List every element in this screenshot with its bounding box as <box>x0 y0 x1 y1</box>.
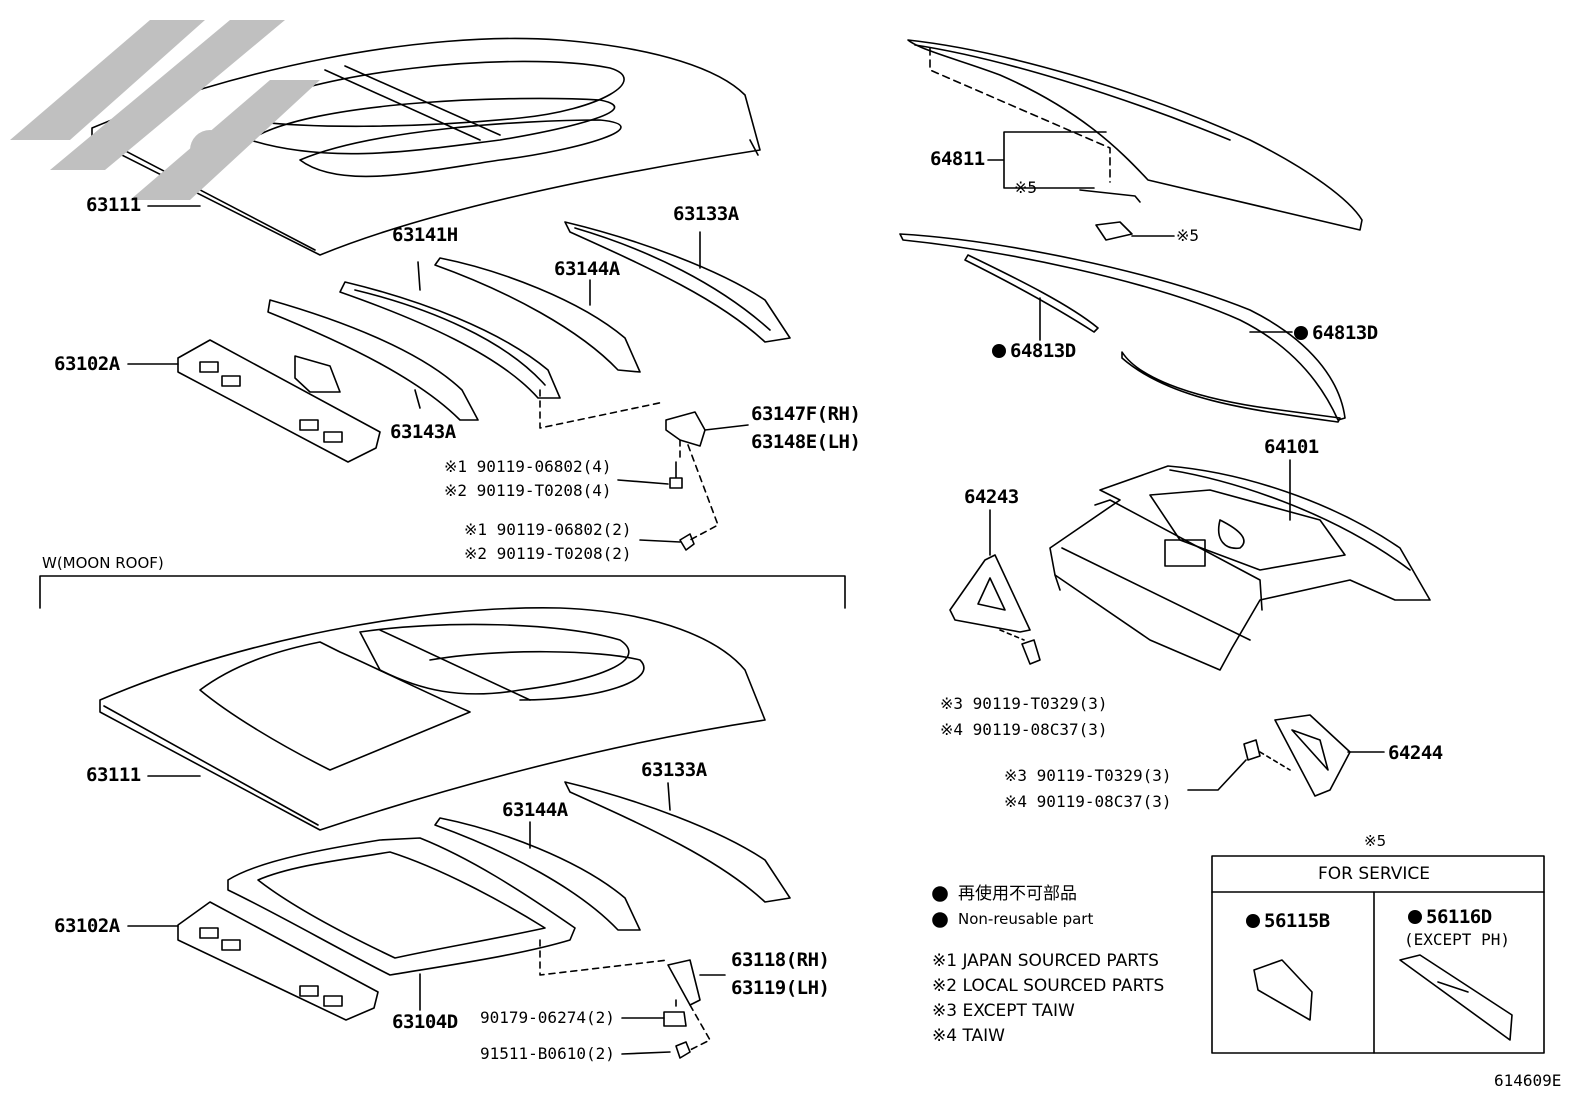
label-bolt-1b: ※1 90119-06802(2) <box>464 520 632 539</box>
legend-note-4: ※4 TAIW <box>932 1026 1005 1046</box>
label-bolt-1a: ※1 90119-06802(4) <box>444 457 612 476</box>
label-64243: 64243 <box>964 486 1019 508</box>
label-63102A-bottom: 63102A <box>54 915 120 937</box>
label-bolt-2b: ※2 90119-T0208(2) <box>464 544 632 563</box>
legend-nonreusable-en: Non-reusable part <box>958 910 1094 928</box>
roof-bows-top <box>267 221 791 421</box>
dam-left <box>964 254 1099 333</box>
label-56116D: 56116D <box>1408 908 1492 927</box>
label-mark5-a: ※5 <box>1014 178 1038 197</box>
legend-nonreusable-jp: 再使用不可部品 <box>958 884 1077 904</box>
label-bolt-4b: ※4 90119-08C37(3) <box>1004 792 1172 811</box>
gusset-right <box>1274 714 1351 797</box>
label-63133A-bottom: 63133A <box>641 759 707 781</box>
label-56115B: 56115B <box>1246 912 1330 931</box>
legend-note-2: ※2 LOCAL SOURCED PARTS <box>932 976 1165 996</box>
service-box-frame <box>1211 855 1545 1054</box>
sunroof-bracket <box>667 959 701 1006</box>
header-panel-top <box>177 339 381 463</box>
legend-note-3: ※3 EXCEPT TAIW <box>932 1001 1075 1021</box>
legend-note-1: ※1 JAPAN SOURCED PARTS <box>932 951 1159 971</box>
roof-bows-bottom <box>434 781 791 931</box>
label-64244: 64244 <box>1388 742 1443 764</box>
glass-clip <box>1095 221 1133 241</box>
label-mark5-b: ※5 <box>1176 226 1200 245</box>
label-63147F: 63147F(RH) <box>751 403 861 425</box>
label-63102A-top: 63102A <box>54 353 120 375</box>
label-bolt-4a: ※4 90119-08C37(3) <box>940 720 1108 739</box>
retainer-56115B <box>1253 959 1313 1021</box>
back-window-glass <box>907 39 1363 231</box>
roof-panel-top <box>91 37 761 256</box>
gusset-left <box>949 554 1031 633</box>
label-63144A-bottom: 63144A <box>502 799 568 821</box>
label-63104D: 63104D <box>392 1011 458 1033</box>
label-63144A-top: 63144A <box>554 258 620 280</box>
label-63143A: 63143A <box>390 421 456 443</box>
label-64813D-right: 64813D <box>1294 324 1378 343</box>
sunroof-frame <box>227 837 576 976</box>
label-64101: 64101 <box>1264 436 1319 458</box>
label-except-ph: (EXCEPT PH) <box>1404 930 1510 949</box>
label-64811: 64811 <box>930 148 985 170</box>
label-bolt-2a: ※2 90119-T0208(4) <box>444 481 612 500</box>
service-box-mark: ※5 <box>1364 832 1387 850</box>
roof-panel-bottom <box>99 607 766 831</box>
header-panel-bottom <box>177 901 379 1021</box>
label-63141H: 63141H <box>392 224 458 246</box>
label-63119: 63119(LH) <box>731 977 830 999</box>
section-bracket <box>39 575 846 609</box>
package-tray-panel <box>1049 465 1431 671</box>
figure-id: 614609E <box>1494 1071 1562 1090</box>
label-nut-90179: 90179-06274(2) <box>480 1008 615 1027</box>
label-screw-91511: 91511-B0610(2) <box>480 1044 615 1063</box>
section-moon-roof-title: W(MOON ROOF) <box>42 554 164 572</box>
watermark-logo <box>10 20 320 200</box>
service-box-title: FOR SERVICE <box>1318 864 1431 884</box>
retainer-56116D <box>1399 954 1513 1041</box>
label-63111-top: 63111 <box>86 194 141 216</box>
label-63118: 63118(RH) <box>731 949 830 971</box>
dam-right <box>1121 351 1341 423</box>
label-bolt-3a: ※3 90119-T0329(3) <box>940 694 1108 713</box>
label-64813D-left: 64813D <box>992 342 1076 361</box>
label-bolt-3b: ※3 90119-T0329(3) <box>1004 766 1172 785</box>
dam-upper <box>899 233 1346 421</box>
roof-bracket <box>665 411 706 447</box>
label-63133A-top: 63133A <box>673 203 739 225</box>
label-63111-bottom: 63111 <box>86 764 141 786</box>
label-63148E: 63148E(LH) <box>751 431 861 453</box>
